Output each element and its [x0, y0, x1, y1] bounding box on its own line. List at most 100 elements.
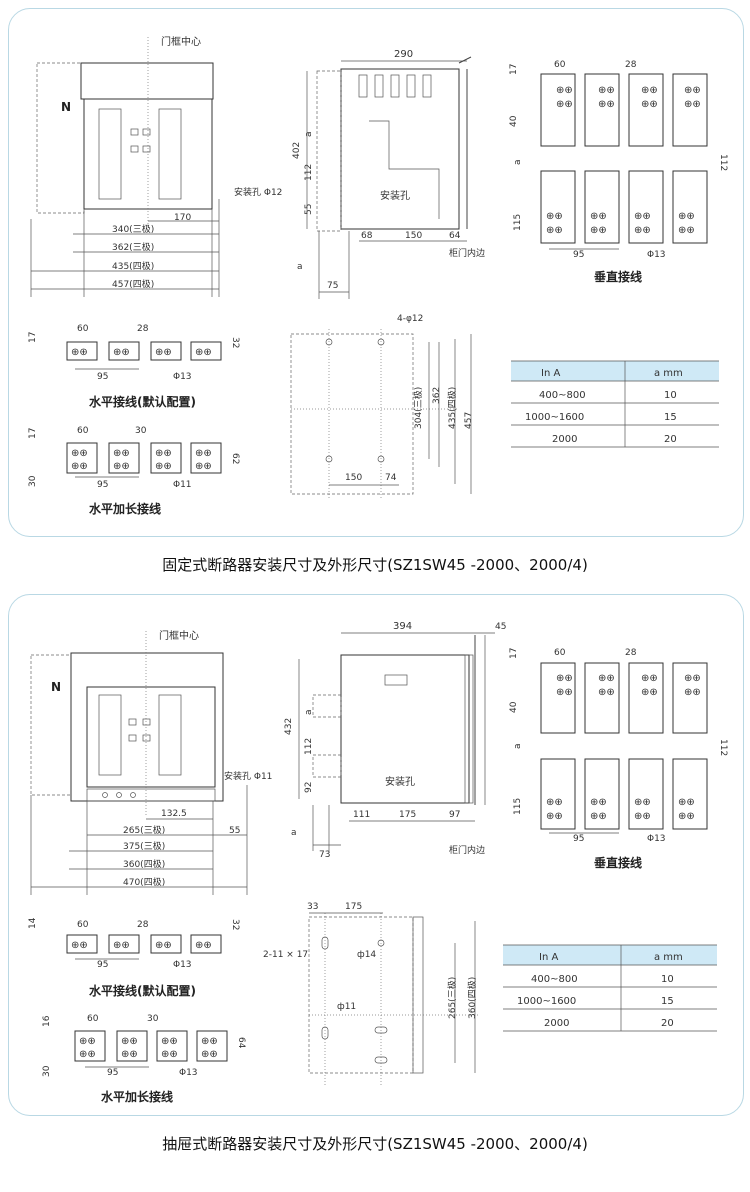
current-table: In A a mm 400~800 10 1000~1600 15 2000 2…: [503, 944, 717, 1032]
svg-text:⊕⊕: ⊕⊕: [79, 1049, 96, 1060]
phi-13: Φ13: [647, 250, 666, 260]
dim-95: 95: [107, 1068, 118, 1078]
horizontal-wiring: 17 60 28 32 ⊕⊕⊕⊕ ⊕⊕⊕⊕ 95 Φ13 水平接线(默认配置): [28, 324, 240, 409]
svg-text:⊕⊕: ⊕⊕: [598, 85, 615, 96]
svg-text:⊕⊕: ⊕⊕: [155, 347, 172, 358]
svg-text:⊕⊕: ⊕⊕: [634, 211, 651, 222]
table-cell: 2000: [552, 434, 577, 445]
side-view: 290 402 a 112 55 安装孔 68 150 64 柜门内边 a 75: [292, 49, 485, 299]
extended-wiring: 16 60 30 ⊕⊕⊕⊕ ⊕⊕⊕⊕ ⊕⊕⊕⊕ ⊕⊕⊕⊕ 64 30 95 Φ1…: [42, 1014, 246, 1104]
side-hole-label: 安装孔: [380, 189, 410, 202]
horizontal-wiring-title: 水平接线(默认配置): [89, 394, 196, 409]
dim-17: 17: [28, 428, 38, 439]
dim-55: 55: [229, 826, 240, 836]
vertical-wiring-title: 垂直接线: [594, 269, 642, 284]
dim-17: 17: [509, 648, 519, 659]
svg-text:⊕⊕: ⊕⊕: [678, 797, 695, 808]
svg-text:⊕⊕: ⊕⊕: [590, 797, 607, 808]
svg-text:⊕⊕: ⊕⊕: [546, 225, 563, 236]
front-view: 门框中心 N 安装孔 Φ12 170 340(三极) 362(三极) 435(四…: [30, 35, 282, 297]
table-cell: 400~800: [531, 974, 578, 985]
drawout-breaker-panel: 门框中心 N 安装孔 Φ11 132.5 265(三极) 55 375(三极) …: [8, 594, 744, 1116]
dim-111: 111: [353, 810, 370, 820]
neutral-label: N: [61, 100, 71, 114]
dim-55: 55: [304, 204, 314, 215]
dim-115: 115: [513, 798, 523, 815]
svg-text:⊕⊕: ⊕⊕: [71, 448, 88, 459]
fixed-breaker-panel: 门框中心 N 安装孔 Φ12 170 340(三极) 362(三极) 435(四…: [8, 8, 744, 537]
dim-112: 112: [304, 738, 314, 755]
svg-text:⊕⊕: ⊕⊕: [195, 940, 212, 951]
slot-label: 2-11 × 17: [263, 950, 308, 960]
dim-175: 175: [399, 810, 416, 820]
mounting-plate: 33 175 2-11 × 17 ф14 ф11 265(三极) 360(四极): [263, 902, 479, 1085]
dim-17: 17: [28, 332, 38, 343]
dim-340: 340(三极): [112, 223, 154, 235]
svg-text:⊕⊕: ⊕⊕: [546, 797, 563, 808]
dim-73: 73: [319, 850, 330, 860]
svg-text:⊕⊕: ⊕⊕: [161, 1049, 178, 1060]
svg-text:⊕⊕: ⊕⊕: [556, 85, 573, 96]
vertical-wiring-title: 垂直接线: [594, 855, 642, 870]
mounting-plate: 4-φ12 304(三极) 362 435(四极) 457 150 74: [290, 314, 474, 499]
dim-112: 112: [718, 154, 728, 171]
svg-text:⊕⊕: ⊕⊕: [590, 811, 607, 822]
dim-17: 17: [509, 64, 519, 75]
dim-64: 64: [449, 231, 461, 241]
svg-text:⊕⊕: ⊕⊕: [678, 811, 695, 822]
dim-30: 30: [135, 426, 147, 436]
dim-64: 64: [236, 1037, 246, 1049]
dim-457: 457(四极): [112, 278, 154, 290]
svg-text:⊕⊕: ⊕⊕: [121, 1049, 138, 1060]
vertical-wiring: 17 60 28 40 ⊕⊕⊕⊕ ⊕⊕⊕⊕ ⊕⊕⊕⊕ ⊕⊕⊕⊕ a 112 ⊕⊕…: [509, 60, 728, 284]
dim-265: 265(三极): [123, 824, 165, 836]
dim-112: 112: [718, 739, 728, 756]
dim-28: 28: [137, 920, 149, 930]
dim-28: 28: [625, 648, 637, 658]
svg-text:⊕⊕: ⊕⊕: [684, 687, 701, 698]
dim-150: 150: [345, 473, 362, 483]
dim-32: 32: [230, 337, 240, 348]
svg-text:⊕⊕: ⊕⊕: [684, 673, 701, 684]
table-cell: 15: [664, 412, 677, 423]
phi-13: Φ13: [173, 372, 192, 382]
svg-text:⊕⊕: ⊕⊕: [201, 1049, 218, 1060]
extended-wiring-title: 水平加长接线: [89, 501, 161, 516]
svg-text:⊕⊕: ⊕⊕: [590, 211, 607, 222]
table-cell: 20: [661, 1018, 674, 1029]
vertical-wiring: 17 60 28 40 ⊕⊕⊕⊕ ⊕⊕⊕⊕ ⊕⊕⊕⊕ ⊕⊕⊕⊕ a 112 ⊕⊕…: [509, 648, 728, 870]
svg-text:⊕⊕: ⊕⊕: [113, 461, 130, 472]
dim-68: 68: [361, 231, 373, 241]
dim-30b: 30: [28, 475, 38, 487]
dim-74: 74: [385, 473, 397, 483]
dim-a2: a: [297, 262, 303, 272]
dim-60: 60: [77, 920, 89, 930]
dim-97: 97: [449, 810, 460, 820]
svg-text:⊕⊕: ⊕⊕: [684, 85, 701, 96]
fixed-breaker-caption: 固定式断路器安装尺寸及外形尺寸(SZ1SW45 -2000、2000/4): [162, 556, 588, 574]
dim-60: 60: [77, 324, 89, 334]
horizontal-wiring: 14 60 28 32 ⊕⊕⊕⊕ ⊕⊕⊕⊕ 95 Φ13 水平接线(默认配置): [28, 917, 240, 998]
table-cell: 2000: [544, 1018, 569, 1029]
svg-text:⊕⊕: ⊕⊕: [71, 461, 88, 472]
svg-text:⊕⊕: ⊕⊕: [590, 225, 607, 236]
phi-13: Φ13: [173, 960, 192, 970]
dim-470: 470(四极): [123, 876, 165, 888]
svg-text:⊕⊕: ⊕⊕: [598, 687, 615, 698]
dim-115: 115: [513, 214, 523, 231]
side-view: 394 45 432 a 112 92 安装孔 111 175 97 a 73 …: [284, 621, 506, 860]
dim-a2: a: [291, 828, 297, 838]
svg-text:⊕⊕: ⊕⊕: [684, 99, 701, 110]
svg-text:⊕⊕: ⊕⊕: [556, 687, 573, 698]
dim-95: 95: [573, 834, 584, 844]
mount-hole-label: 安装孔 Φ12: [234, 186, 282, 198]
dim-170: 170: [174, 213, 191, 223]
dim-360: 360(四极): [466, 977, 478, 1019]
svg-text:⊕⊕: ⊕⊕: [546, 811, 563, 822]
svg-text:⊕⊕: ⊕⊕: [155, 461, 172, 472]
dim-33: 33: [307, 902, 318, 912]
svg-text:⊕⊕: ⊕⊕: [556, 99, 573, 110]
dim-265: 265(三极): [446, 977, 458, 1019]
dim-a1: a: [304, 131, 314, 137]
table-header-a: a mm: [654, 368, 683, 379]
